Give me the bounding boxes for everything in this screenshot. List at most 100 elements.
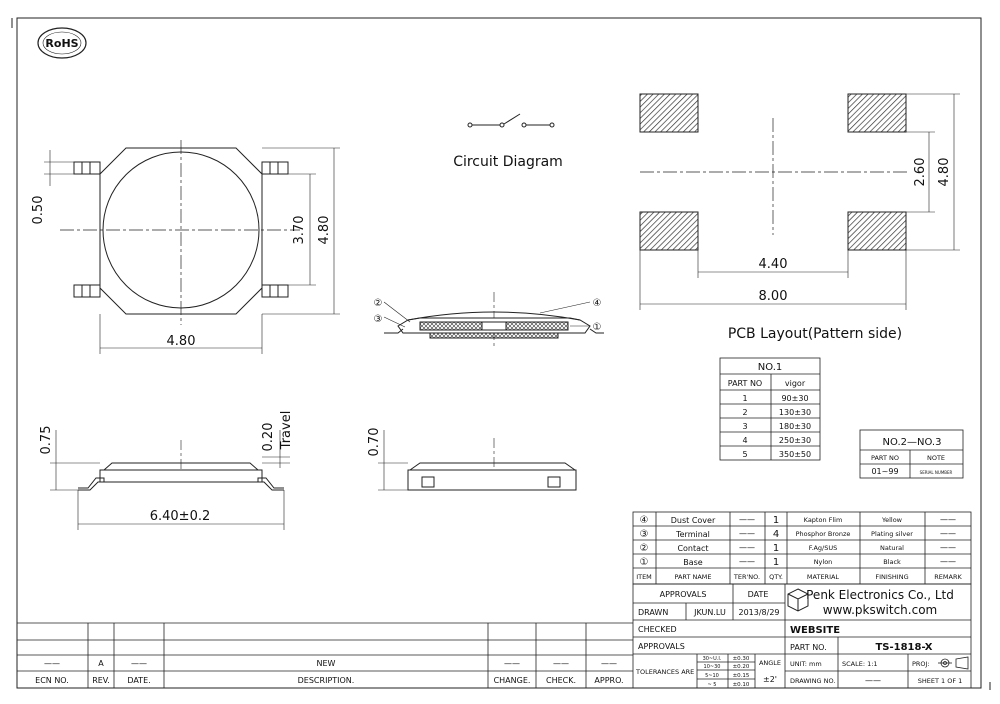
svg-text:——: —— xyxy=(865,676,881,685)
no1-table xyxy=(719,357,821,461)
svg-text:1: 1 xyxy=(773,557,779,568)
svg-text:MATERIAL: MATERIAL xyxy=(807,573,840,581)
svg-text:④: ④ xyxy=(640,515,649,526)
svg-text:DESCRIPTION.: DESCRIPTION. xyxy=(298,676,355,685)
bom-table xyxy=(632,511,972,585)
svg-text:CHECKED: CHECKED xyxy=(638,625,677,634)
svg-text:DATE.: DATE. xyxy=(127,676,150,685)
svg-text:±2': ±2' xyxy=(763,675,777,684)
dim-top-inner: 3.70 xyxy=(292,216,307,245)
svg-text:SERIAL NUMBER: SERIAL NUMBER xyxy=(920,470,953,475)
drawing-border xyxy=(16,17,982,689)
svg-text:Natural: Natural xyxy=(880,544,904,552)
svg-text:±0.15: ±0.15 xyxy=(733,673,750,679)
svg-text:4: 4 xyxy=(742,436,747,445)
dim-pcb-outer-w: 8.00 xyxy=(759,289,788,304)
pcb-layout xyxy=(639,93,960,310)
no1-header-vigor: vigor xyxy=(785,379,806,388)
svg-text:——: —— xyxy=(739,557,755,566)
svg-text:①: ① xyxy=(640,557,649,568)
projection-symbol-icon xyxy=(938,656,969,670)
svg-text:PART NO.: PART NO. xyxy=(790,643,827,652)
svg-text:NEW: NEW xyxy=(317,659,336,668)
dim-top-lead: 0.50 xyxy=(31,196,46,225)
cross-section-view xyxy=(383,292,604,346)
svg-text:30~U.I.: 30~U.I. xyxy=(703,656,722,662)
svg-text:CHANGE.: CHANGE. xyxy=(494,676,531,685)
dim-top-outer: 4.80 xyxy=(317,216,332,245)
callout-3: ③ xyxy=(374,314,383,325)
svg-text:F.Ag/SUS: F.Ag/SUS xyxy=(809,544,838,552)
svg-text:——: —— xyxy=(601,659,617,668)
svg-text:1: 1 xyxy=(773,515,779,526)
part-number: TS-1818-X xyxy=(875,642,932,653)
dim-front-height: 0.70 xyxy=(367,428,382,457)
dim-side-width: 6.40±0.2 xyxy=(150,509,211,524)
svg-text:Base: Base xyxy=(683,558,703,567)
svg-text:ANGLE: ANGLE xyxy=(759,659,781,667)
svg-text:Yellow: Yellow xyxy=(881,516,903,524)
svg-text:SHEET 1 OF 1: SHEET 1 OF 1 xyxy=(918,677,963,685)
svg-text:01~99: 01~99 xyxy=(871,467,898,476)
svg-text:JKUN.LU: JKUN.LU xyxy=(693,608,726,617)
svg-text:90±30: 90±30 xyxy=(781,394,808,403)
svg-text:350±50: 350±50 xyxy=(779,450,811,459)
svg-text:APPROVALS: APPROVALS xyxy=(638,642,685,651)
svg-text:250±30: 250±30 xyxy=(779,436,811,445)
svg-text:REV.: REV. xyxy=(92,676,110,685)
no2-title: NO.2—NO.3 xyxy=(883,437,942,448)
svg-text:Terminal: Terminal xyxy=(675,530,710,539)
website-url: www.pkswitch.com xyxy=(823,603,937,617)
svg-text:UNIT: mm: UNIT: mm xyxy=(790,660,822,668)
svg-text:1: 1 xyxy=(773,543,779,554)
no1-header-part: PART NO xyxy=(728,379,762,388)
company-name: Penk Electronics Co., Ltd xyxy=(806,588,954,602)
revision-table xyxy=(17,622,633,688)
svg-text:Kapton Flim: Kapton Flim xyxy=(804,516,843,524)
svg-text:——: —— xyxy=(739,529,755,538)
svg-text:——: —— xyxy=(44,659,60,668)
svg-text:±0.20: ±0.20 xyxy=(733,664,750,670)
svg-text:2: 2 xyxy=(742,408,747,417)
svg-text:——: —— xyxy=(131,659,147,668)
svg-text:A: A xyxy=(98,659,104,668)
svg-text:——: —— xyxy=(553,659,569,668)
svg-text:②: ② xyxy=(640,543,649,554)
svg-text:DATE: DATE xyxy=(748,590,769,599)
circuit-symbol xyxy=(467,113,555,128)
svg-text:5~10: 5~10 xyxy=(705,673,719,679)
svg-text:TOLERANCES ARE: TOLERANCES ARE xyxy=(635,668,694,676)
svg-text:Black: Black xyxy=(883,558,901,566)
svg-text:PART NO: PART NO xyxy=(871,454,899,462)
svg-text:±0.30: ±0.30 xyxy=(733,656,750,662)
svg-text:Contact: Contact xyxy=(677,544,708,553)
svg-text:2013/8/29: 2013/8/29 xyxy=(738,608,779,617)
dim-pcb-inner-w: 4.40 xyxy=(759,257,788,272)
svg-text:Plating silver: Plating silver xyxy=(871,530,913,538)
callout-1: ① xyxy=(593,322,602,333)
pcb-layout-title: PCB Layout(Pattern side) xyxy=(728,326,902,342)
svg-text:PART NAME: PART NAME xyxy=(674,573,711,581)
svg-text:APPRO.: APPRO. xyxy=(594,676,623,685)
svg-text:QTY.: QTY. xyxy=(769,573,783,581)
no1-title: NO.1 xyxy=(758,362,783,373)
svg-text:——: —— xyxy=(940,515,956,524)
no2-table xyxy=(859,429,964,479)
svg-text:DRAWN: DRAWN xyxy=(638,608,668,617)
circuit-diagram-title: Circuit Diagram xyxy=(453,154,563,170)
svg-text:PROJ:: PROJ: xyxy=(912,660,930,668)
svg-text:130±30: 130±30 xyxy=(779,408,811,417)
svg-text:ITEM: ITEM xyxy=(636,573,652,581)
callout-4: ④ xyxy=(593,298,602,309)
dim-top-width: 4.80 xyxy=(167,334,196,349)
svg-text:ECN NO.: ECN NO. xyxy=(35,676,69,685)
svg-text:DRAWING NO.: DRAWING NO. xyxy=(790,677,835,685)
svg-text:TER'NO.: TER'NO. xyxy=(733,573,760,581)
svg-text:——: —— xyxy=(940,557,956,566)
svg-text:5: 5 xyxy=(742,450,747,459)
top-view xyxy=(44,140,340,354)
travel-label: Travel xyxy=(279,411,294,451)
svg-text:4: 4 xyxy=(773,529,779,540)
svg-text:——: —— xyxy=(739,515,755,524)
